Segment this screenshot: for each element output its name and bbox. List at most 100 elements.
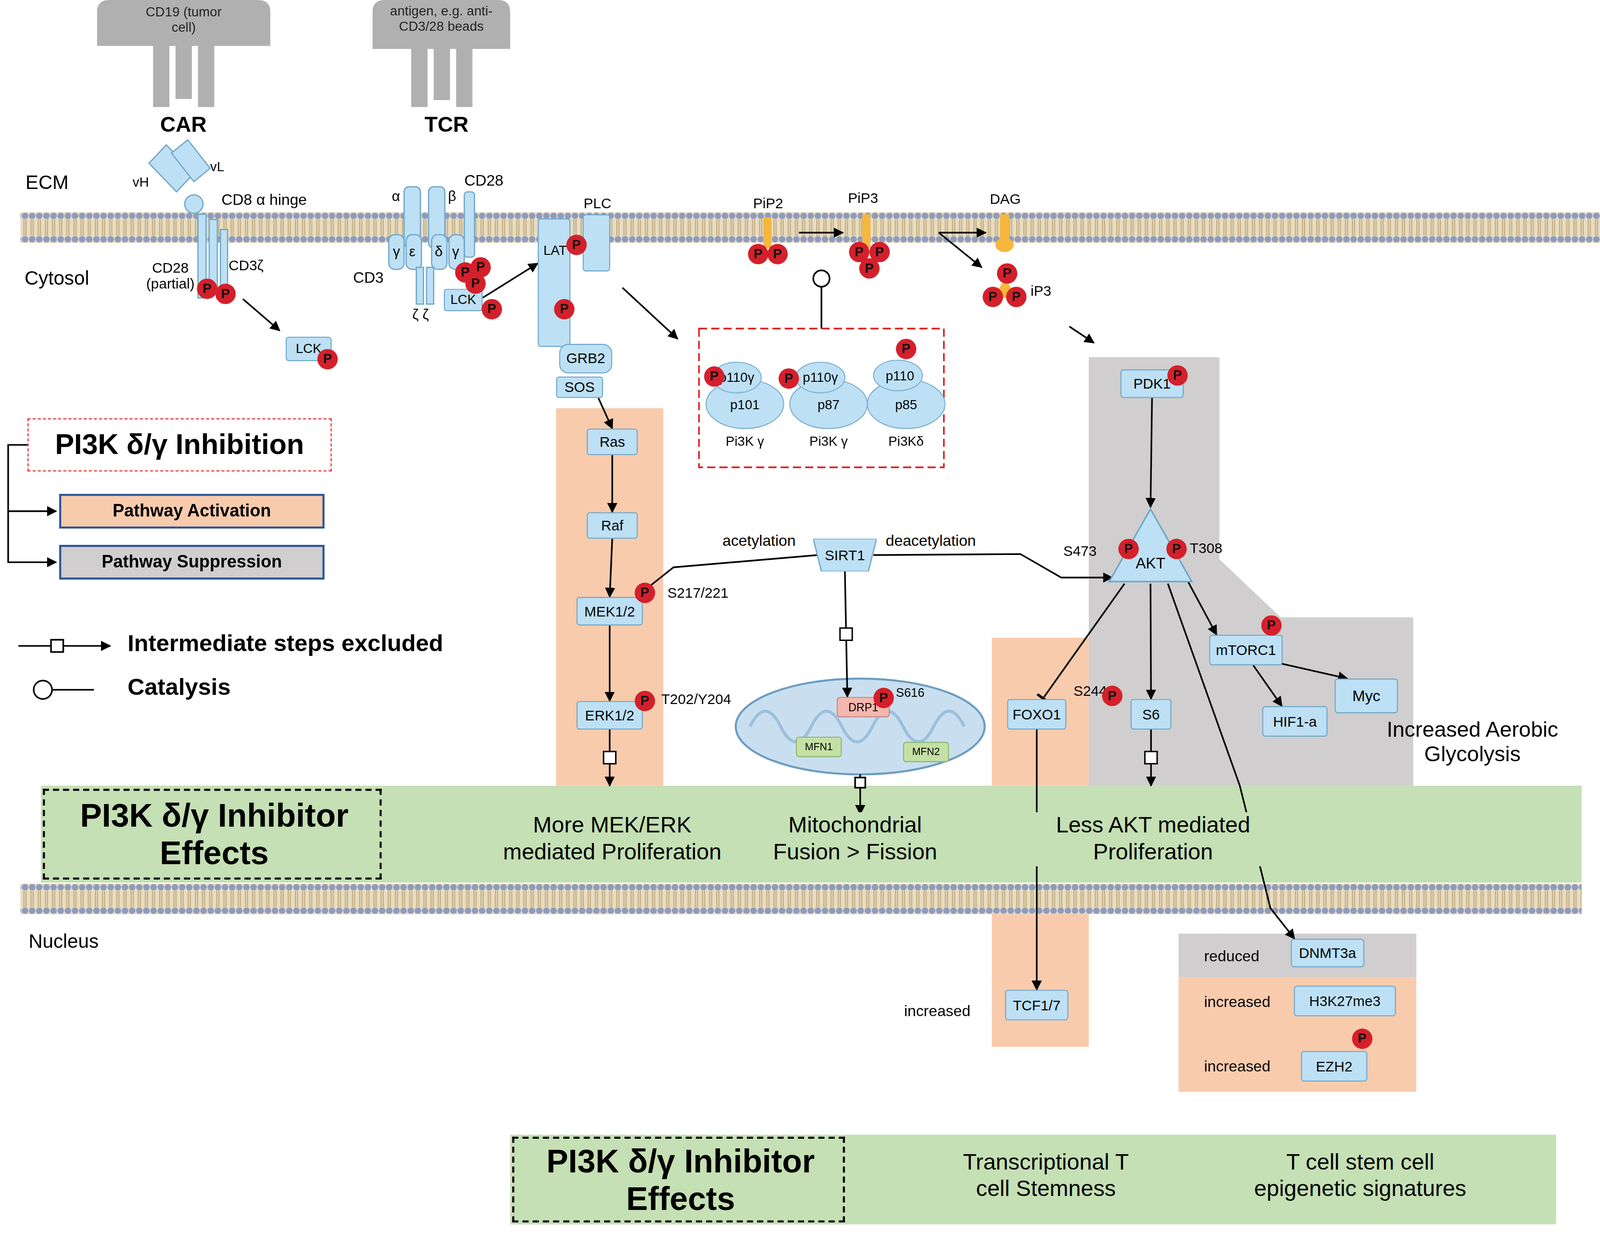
- receptor-shape: [97, 0, 271, 108]
- node-text: Myc: [1352, 687, 1381, 706]
- node-text: S6: [1142, 705, 1160, 723]
- node-box: EZH2: [1300, 1050, 1368, 1082]
- pi3k-shape: [787, 357, 870, 431]
- phospho-mark: P: [859, 258, 880, 279]
- phospho-mark: P: [215, 283, 236, 304]
- node-box: CD19 (tumor cell): [97, 0, 271, 108]
- phospho-mark: P: [1102, 685, 1123, 706]
- text-label: α: [391, 187, 401, 204]
- text-label: increased: [1204, 993, 1271, 1011]
- text-label: ζ ζ: [412, 306, 429, 323]
- pi3k-shape: [873, 360, 923, 391]
- connector: [611, 454, 613, 513]
- legend-item: PI3K δ/γ Inhibition: [27, 418, 332, 472]
- node-box: FOXO1: [1007, 698, 1067, 730]
- text-label: increased: [904, 1002, 971, 1021]
- node-text: EZH2: [1315, 1058, 1353, 1075]
- text-label: PiP2: [753, 194, 784, 212]
- text-label: increased: [1204, 1057, 1271, 1075]
- phospho-mark: P: [767, 243, 788, 265]
- activation-region: [555, 408, 664, 786]
- pi3k-shape: [865, 354, 947, 431]
- node-text: DRP1: [848, 700, 879, 714]
- node-text: p85: [894, 398, 918, 414]
- text-label: CAR: [160, 112, 207, 137]
- effects-band: [40, 785, 1582, 883]
- pi3k-group: [698, 328, 944, 468]
- legend-text: PI3K δ/γ Inhibition: [54, 428, 304, 462]
- node-box: TCF1/7: [1005, 989, 1069, 1021]
- text-label: CD3: [352, 268, 384, 287]
- phospho-mark: P: [465, 273, 486, 294]
- node-text: H3K27me3: [1309, 992, 1381, 1009]
- node-box: mTORC1: [1209, 634, 1283, 666]
- text-label: ECM: [25, 171, 69, 194]
- node-box: S6: [1130, 698, 1172, 730]
- legend-swatch: Pathway Activation: [59, 493, 325, 529]
- text-label: δ: [434, 242, 443, 260]
- node-text: TCF1/7: [1012, 996, 1061, 1014]
- node-text: CD19 (tumor cell): [142, 5, 225, 36]
- legend-item: Catalysis: [127, 673, 231, 701]
- node-text: Pi3K γ: [809, 434, 848, 451]
- suppression-region: [1088, 357, 1414, 786]
- akt-triangle: [1108, 509, 1192, 582]
- node-text: antigen, e.g. anti-CD3/28 beads: [377, 3, 505, 35]
- node-text: p87: [817, 398, 840, 414]
- phospho-mark: P: [982, 286, 1003, 307]
- text-label: Cytosol: [24, 267, 89, 290]
- node-text: Mitochondrial Fusion > Fission: [752, 812, 959, 867]
- node-text: DNMT3a: [1298, 944, 1357, 962]
- node-box: HIF1-a: [1262, 705, 1328, 737]
- node-text: Transcriptional T cell Stemness: [960, 1148, 1132, 1203]
- node-text: AKT: [1135, 554, 1166, 572]
- text-label: CD8 α hinge: [221, 190, 307, 209]
- phospho-mark: P: [778, 368, 799, 389]
- phospho-mark: P: [1261, 615, 1282, 636]
- node-text: LAT: [543, 243, 567, 260]
- node-box: ERK1/2: [576, 701, 643, 730]
- node-text: T cell stem cell epigenetic signatures: [1241, 1148, 1479, 1203]
- node-text: SIRT1: [824, 546, 866, 564]
- activation-region: [1178, 977, 1417, 1093]
- lipids: [763, 214, 1017, 299]
- text-label: γ: [452, 242, 460, 260]
- intermediate-steps-mark: [840, 628, 853, 641]
- intermediate-steps-mark: [603, 751, 616, 764]
- phospho-mark: P: [317, 349, 338, 370]
- node-box: Transcriptional T cell Stemness T cell st…: [510, 1134, 1557, 1225]
- legend-text: Pathway Suppression: [101, 552, 282, 572]
- edge-label: deacetylation: [883, 531, 978, 550]
- phospho-mark: P: [873, 687, 894, 708]
- intermediate-steps-mark: [1145, 751, 1158, 764]
- pathway-arrows: [242, 232, 1095, 815]
- node-text: Ras: [599, 433, 626, 451]
- text-label: TCR: [424, 112, 469, 137]
- text-label: CD3ζ: [228, 257, 264, 274]
- node-text: GRB2: [566, 350, 605, 367]
- node-text: ERK1/2: [585, 706, 635, 724]
- node-text: SOS: [564, 378, 595, 396]
- text-label: CD28 (partial): [139, 259, 202, 292]
- receptor-shape: [372, 0, 510, 108]
- text-label: reduced: [1204, 946, 1260, 965]
- text-label: S616: [895, 686, 925, 701]
- node-box: MFN2: [903, 742, 949, 763]
- phospho-mark: P: [1118, 538, 1139, 559]
- text-label: ε: [409, 242, 416, 260]
- phospho-mark: P: [634, 582, 656, 604]
- node-text: Pi3Kδ: [888, 434, 924, 451]
- text-label: DAG: [989, 190, 1021, 208]
- text-label: Increased Aerobic Glycolysis: [1375, 717, 1570, 767]
- node-text: PI3K δ/γ Inhibitor Effects: [50, 796, 378, 872]
- node-text: MFN1: [805, 741, 833, 753]
- text-label: CD28: [464, 171, 504, 189]
- node-text: mTORC1: [1215, 642, 1276, 659]
- text-label: T308: [1189, 539, 1223, 556]
- node-box: p110p85Pi3Kδ: [865, 354, 947, 431]
- sirt1-shape: [813, 538, 877, 572]
- mitochondrion: [735, 678, 985, 775]
- node-box: PI3K δ/γ Inhibitor Effects: [512, 1136, 845, 1223]
- node-text: MEK1/2: [584, 603, 636, 620]
